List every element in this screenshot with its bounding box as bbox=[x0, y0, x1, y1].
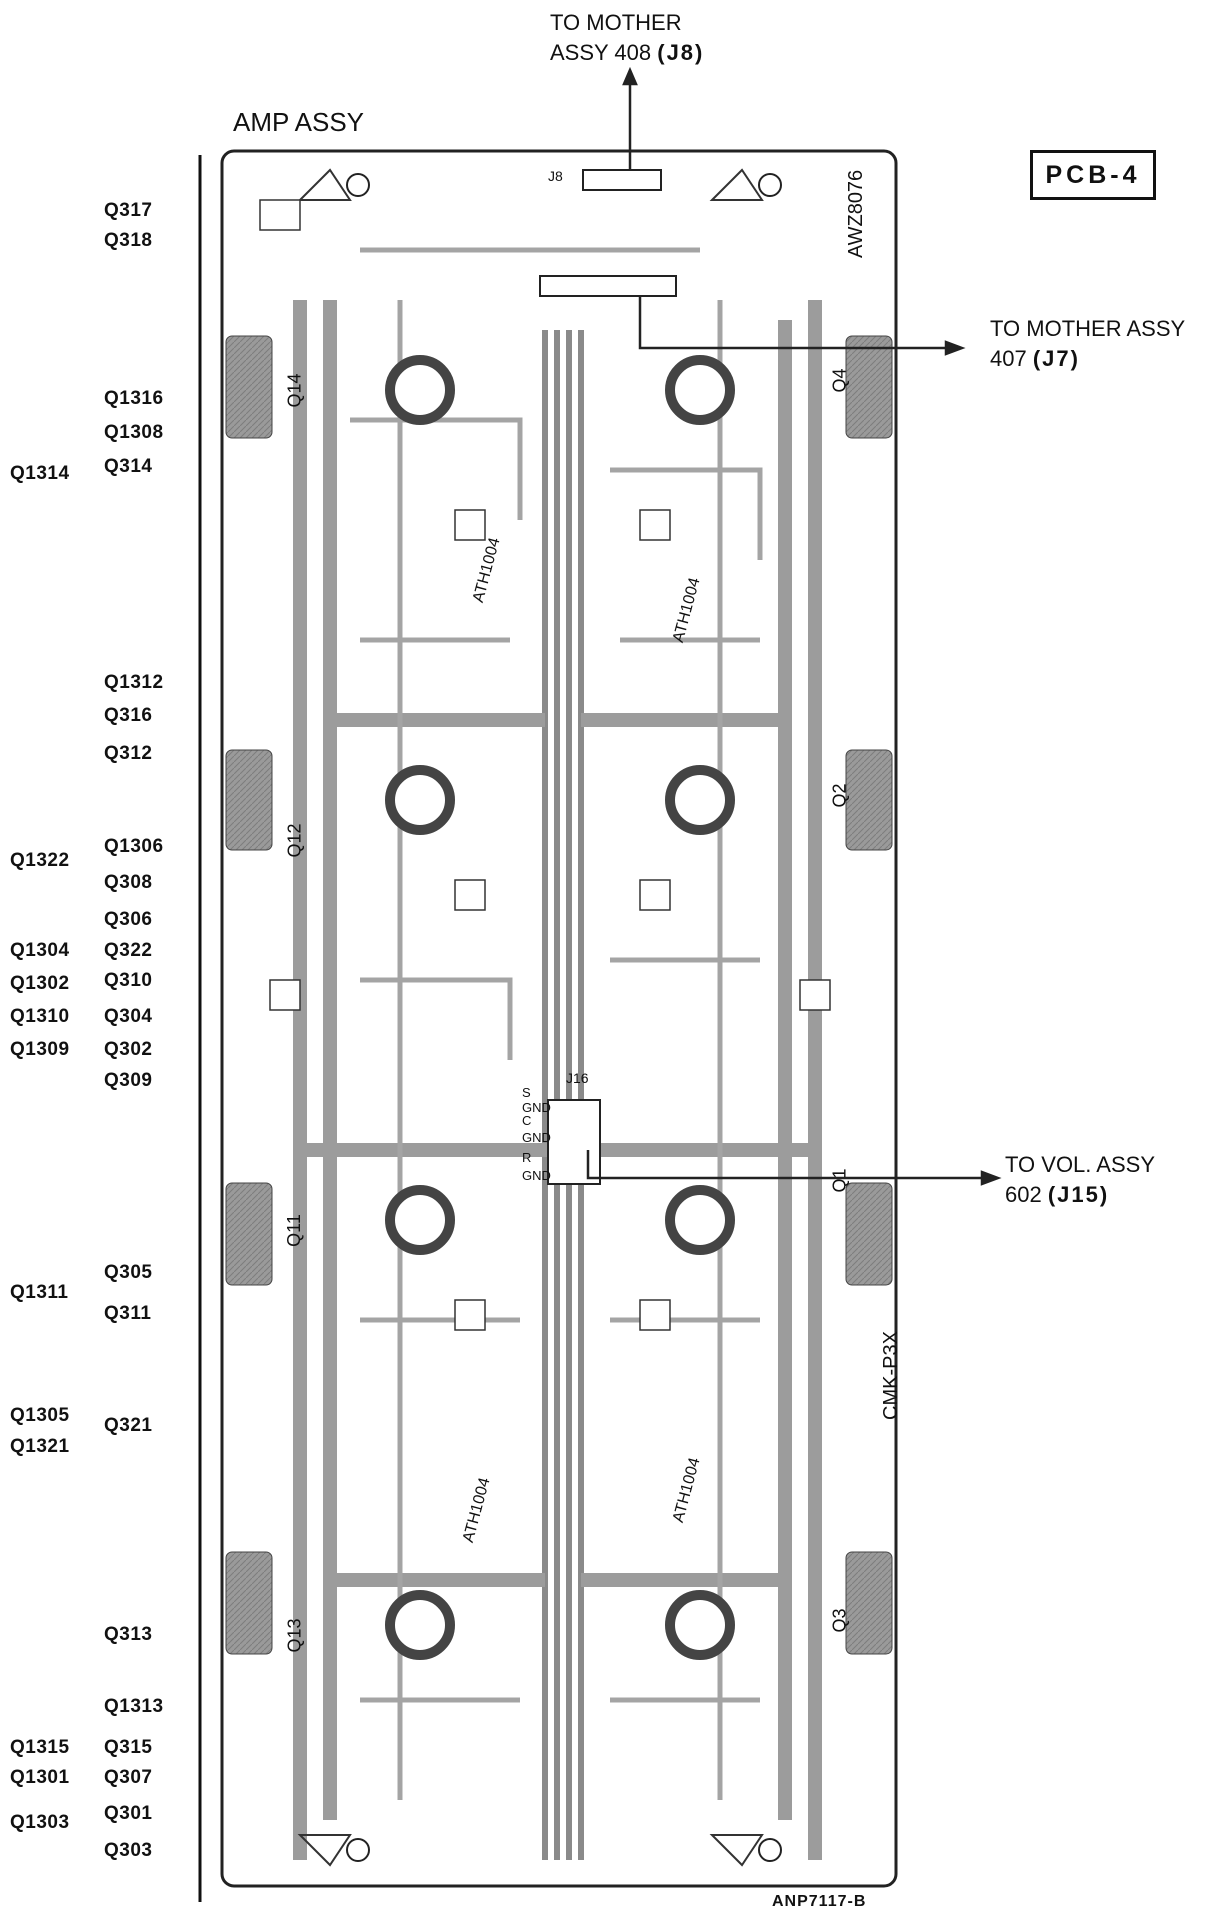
transistor-label: Q305 bbox=[104, 1262, 153, 1283]
transistor-label: Q318 bbox=[104, 230, 153, 251]
components-scatter bbox=[259, 199, 831, 1331]
transistor-label: Q1314 bbox=[10, 463, 70, 484]
j16-board-label: J16 bbox=[566, 1070, 589, 1086]
heatsink-fins-left bbox=[225, 335, 273, 1655]
j16-pin-label: GND bbox=[522, 1168, 551, 1183]
transistor-label: Q1322 bbox=[10, 850, 70, 871]
central-trace-bundle bbox=[542, 330, 584, 1860]
board-model: CMK-P3X bbox=[880, 1331, 902, 1420]
connector-j15-label: TO VOL. ASSY 602 (J15) bbox=[1005, 1152, 1155, 1207]
connector-arrows bbox=[586, 66, 1002, 1186]
transistor-label: Q1309 bbox=[10, 1039, 70, 1060]
transistor-label: Q1301 bbox=[10, 1767, 70, 1788]
footer-code: ANP7117-B bbox=[772, 1893, 867, 1910]
heatsink-ref: Q1 bbox=[829, 1168, 850, 1193]
connector-j8-header bbox=[539, 169, 677, 297]
transistor-label: Q306 bbox=[104, 909, 153, 930]
transistor-label: Q313 bbox=[104, 1624, 153, 1645]
j16-pin-label: GND bbox=[522, 1100, 551, 1115]
j16-pin-label: C bbox=[522, 1113, 532, 1128]
transistor-label: Q307 bbox=[104, 1767, 153, 1788]
corner-triangle-marks bbox=[297, 168, 764, 1867]
transistor-label: Q321 bbox=[104, 1415, 153, 1436]
transistor-label: Q1305 bbox=[10, 1405, 70, 1426]
heatsink-ref: Q14 bbox=[284, 373, 305, 408]
transistor-label: Q309 bbox=[104, 1070, 153, 1091]
transistor-label: Q1316 bbox=[104, 388, 164, 409]
connector-j7-label: TO MOTHER ASSY 407 (J7) bbox=[990, 316, 1186, 371]
transistor-label: Q310 bbox=[104, 970, 153, 991]
heatsink-ref: Q4 bbox=[829, 368, 850, 393]
heatsink-ref: Q2 bbox=[829, 783, 850, 808]
j16-pin-label: R bbox=[522, 1150, 532, 1165]
transistor-label: Q308 bbox=[104, 872, 153, 893]
transistor-label: Q1310 bbox=[10, 1006, 70, 1027]
transistor-label: Q304 bbox=[104, 1006, 153, 1027]
heatsink-ref: Q3 bbox=[829, 1608, 850, 1633]
j16-pin-label: GND bbox=[522, 1130, 551, 1145]
transistor-label: Q302 bbox=[104, 1039, 153, 1060]
transistor-label: Q322 bbox=[104, 940, 153, 961]
heatsink-ref: Q13 bbox=[284, 1618, 305, 1653]
transistor-label: Q1308 bbox=[104, 422, 164, 443]
transistor-label: Q316 bbox=[104, 705, 153, 726]
heatsink-transistor-pads bbox=[385, 355, 735, 1660]
transistor-label: Q1315 bbox=[10, 1737, 70, 1758]
board-title: AMP ASSY bbox=[233, 107, 365, 137]
transistor-label: Q315 bbox=[104, 1737, 153, 1758]
transistor-label: Q303 bbox=[104, 1840, 153, 1861]
transistor-label: Q1313 bbox=[104, 1696, 164, 1717]
heatsink-ref: Q12 bbox=[284, 823, 305, 858]
j16-pin-label: S bbox=[522, 1085, 531, 1100]
transistor-label: Q1312 bbox=[104, 672, 164, 693]
connector-j16-header bbox=[547, 1099, 601, 1185]
transistor-label: Q301 bbox=[104, 1803, 153, 1824]
connector-j8-label: TO MOTHER ASSY 408 (J8) bbox=[550, 10, 705, 65]
heatsink-fins-right bbox=[845, 335, 893, 1655]
transistor-label: Q1304 bbox=[10, 940, 70, 961]
transistor-label: Q1321 bbox=[10, 1436, 70, 1457]
transistor-label: Q1306 bbox=[104, 836, 164, 857]
j8-board-label: J8 bbox=[548, 168, 563, 184]
board-part-number: AWZ8076 bbox=[845, 169, 867, 258]
heatsink-ref: Q11 bbox=[283, 1214, 304, 1247]
transistor-label: Q311 bbox=[104, 1303, 152, 1324]
transistor-label: Q1302 bbox=[10, 973, 70, 994]
pcb-tag: PCB-4 bbox=[1030, 150, 1156, 200]
transistor-label: Q314 bbox=[104, 456, 153, 477]
signal-traces bbox=[350, 247, 763, 1800]
mounting-holes bbox=[346, 173, 782, 1862]
transistor-label: Q317 bbox=[104, 200, 153, 221]
transistor-label: Q1303 bbox=[10, 1812, 70, 1833]
transistor-label: Q312 bbox=[104, 743, 153, 764]
transistor-label: Q1311 bbox=[10, 1282, 69, 1303]
